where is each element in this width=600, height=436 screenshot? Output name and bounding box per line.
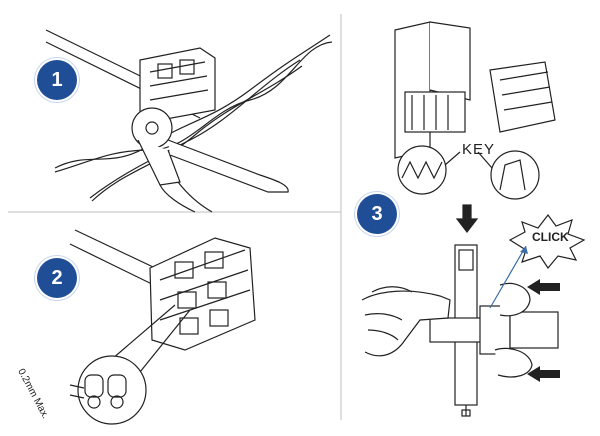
- step-1-badge: 1: [37, 60, 77, 100]
- key-label: KEY: [462, 141, 496, 158]
- step-2-badge: 2: [37, 258, 77, 298]
- panel-2-illustration: [69, 229, 256, 425]
- panel-3-bottom-illustration: [361, 204, 586, 417]
- step-3-badge: 3: [357, 194, 397, 234]
- panel-1-illustration: [45, 29, 333, 213]
- click-pointer-line: [489, 245, 527, 309]
- click-pointer-arrowhead: [520, 246, 528, 254]
- click-label: CLICK: [532, 230, 569, 244]
- panel-3-top-illustration: [394, 21, 556, 200]
